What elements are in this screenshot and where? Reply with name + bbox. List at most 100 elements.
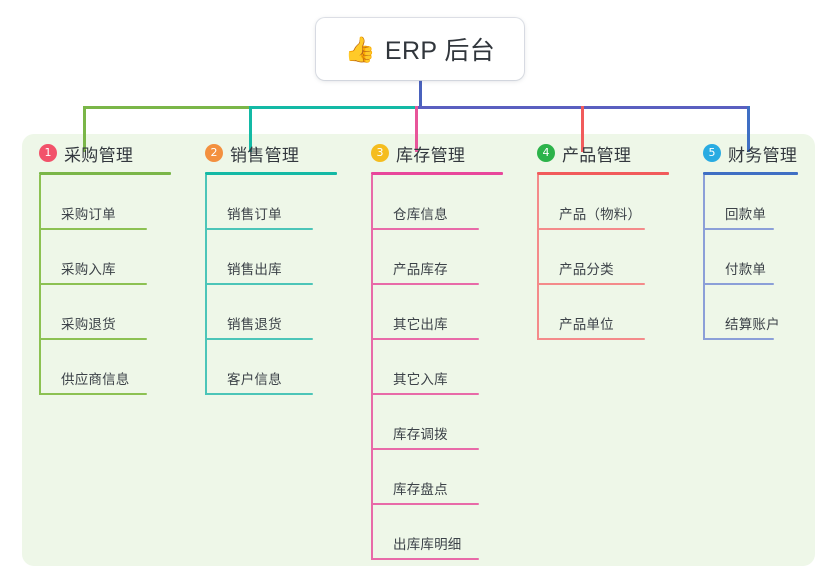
leaf-rule bbox=[371, 448, 479, 450]
leaf-label: 出库库明细 bbox=[393, 537, 462, 552]
leaf-rule bbox=[371, 558, 479, 560]
column-body: 回款单付款单结算账户 bbox=[703, 175, 815, 340]
leaf-rule bbox=[371, 228, 479, 230]
column-spine bbox=[703, 175, 705, 340]
leaf-rule bbox=[205, 228, 313, 230]
column-spine bbox=[205, 175, 207, 395]
leaf-item[interactable]: 采购入库 bbox=[39, 230, 188, 285]
leaf-item[interactable]: 销售订单 bbox=[205, 175, 354, 230]
bus-4 bbox=[581, 106, 750, 109]
column-body: 产品（物料） 产品分类产品单位 bbox=[537, 175, 686, 340]
leaf-rule bbox=[205, 393, 313, 395]
leaf-label: 库存盘点 bbox=[393, 482, 448, 497]
leaf-rule bbox=[371, 503, 479, 505]
leaf-rule bbox=[703, 283, 774, 285]
leaf-label: 其它出库 bbox=[393, 317, 448, 332]
leaf-rule bbox=[371, 283, 479, 285]
leaf-item[interactable]: 产品库存 bbox=[371, 230, 520, 285]
column-body: 仓库信息产品库存其它出库其它入库库存调拨库存盘点出库库明细 bbox=[371, 175, 520, 560]
drop-purchase bbox=[83, 106, 86, 152]
leaf-rule bbox=[371, 393, 479, 395]
drop-inventory bbox=[415, 106, 418, 152]
column-badge-5: 5 bbox=[703, 144, 721, 162]
column-title: 销售管理 bbox=[230, 145, 300, 165]
leaf-label: 产品库存 bbox=[393, 262, 448, 277]
column-title: 产品管理 bbox=[562, 145, 632, 165]
leaf-item[interactable]: 供应商信息 bbox=[39, 340, 188, 395]
leaf-label: 付款单 bbox=[725, 262, 767, 277]
leaf-label: 回款单 bbox=[725, 207, 767, 222]
column-spine bbox=[39, 175, 41, 395]
column-rule bbox=[371, 172, 503, 175]
column-title: 库存管理 bbox=[396, 145, 466, 165]
leaf-item[interactable]: 产品分类 bbox=[537, 230, 686, 285]
leaf-rule bbox=[703, 228, 774, 230]
leaf-rule bbox=[537, 228, 645, 230]
leaf-label: 销售退货 bbox=[227, 317, 282, 332]
drop-product bbox=[581, 106, 584, 152]
leaf-item[interactable]: 采购退货 bbox=[39, 285, 188, 340]
leaf-rule bbox=[205, 283, 313, 285]
root-node[interactable]: 👍 ERP 后台 bbox=[316, 18, 524, 80]
column-rule bbox=[537, 172, 669, 175]
leaf-item[interactable]: 其它出库 bbox=[371, 285, 520, 340]
drop-sales bbox=[249, 106, 252, 152]
leaf-rule bbox=[537, 338, 645, 340]
column-spine bbox=[371, 175, 373, 560]
leaf-rule bbox=[39, 228, 147, 230]
root-title: ERP 后台 bbox=[384, 37, 496, 65]
column-badge-2: 2 bbox=[205, 144, 223, 162]
column-body: 销售订单销售出库销售退货客户信息 bbox=[205, 175, 354, 395]
column-rule bbox=[205, 172, 337, 175]
leaf-rule bbox=[537, 283, 645, 285]
column-header-产品管理[interactable]: 4 产品管理 bbox=[520, 134, 686, 172]
leaf-item[interactable]: 销售出库 bbox=[205, 230, 354, 285]
leaf-rule bbox=[371, 338, 479, 340]
leaf-label: 销售出库 bbox=[227, 262, 282, 277]
root-stem bbox=[419, 80, 422, 109]
leaf-item[interactable]: 付款单 bbox=[703, 230, 815, 285]
leaf-label: 客户信息 bbox=[227, 372, 282, 387]
leaf-item[interactable]: 客户信息 bbox=[205, 340, 354, 395]
column-title: 财务管理 bbox=[728, 145, 798, 165]
leaf-label: 产品（物料） bbox=[559, 207, 642, 222]
leaf-item[interactable]: 出库库明细 bbox=[371, 505, 520, 560]
leaf-label: 其它入库 bbox=[393, 372, 448, 387]
leaf-item[interactable]: 库存调拨 bbox=[371, 395, 520, 450]
column-header-销售管理[interactable]: 2 销售管理 bbox=[188, 134, 354, 172]
leaf-rule bbox=[39, 338, 147, 340]
bus-2 bbox=[249, 106, 418, 109]
leaf-label: 采购入库 bbox=[61, 262, 116, 277]
leaf-item[interactable]: 采购订单 bbox=[39, 175, 188, 230]
leaf-item[interactable]: 回款单 bbox=[703, 175, 815, 230]
leaf-label: 供应商信息 bbox=[61, 372, 130, 387]
leaf-label: 仓库信息 bbox=[393, 207, 448, 222]
drop-finance bbox=[747, 106, 750, 152]
leaf-item[interactable]: 库存盘点 bbox=[371, 450, 520, 505]
column-产品管理: 4 产品管理产品（物料） 产品分类产品单位 bbox=[520, 134, 686, 340]
column-badge-4: 4 bbox=[537, 144, 555, 162]
leaf-label: 产品单位 bbox=[559, 317, 614, 332]
leaf-label: 库存调拨 bbox=[393, 427, 448, 442]
leaf-item[interactable]: 结算账户 bbox=[703, 285, 815, 340]
leaf-label: 采购退货 bbox=[61, 317, 116, 332]
leaf-label: 产品分类 bbox=[559, 262, 614, 277]
column-header-财务管理[interactable]: 5 财务管理 bbox=[686, 134, 815, 172]
leaf-rule bbox=[39, 283, 147, 285]
leaf-label: 销售订单 bbox=[227, 207, 282, 222]
leaf-item[interactable]: 销售退货 bbox=[205, 285, 354, 340]
leaf-label: 采购订单 bbox=[61, 207, 116, 222]
leaf-rule bbox=[703, 338, 774, 340]
leaf-item[interactable]: 仓库信息 bbox=[371, 175, 520, 230]
bus-1 bbox=[83, 106, 252, 109]
column-销售管理: 2 销售管理销售订单销售出库销售退货客户信息 bbox=[188, 134, 354, 395]
leaf-item[interactable]: 产品（物料） bbox=[537, 175, 686, 230]
bus-3 bbox=[415, 106, 584, 109]
leaf-item[interactable]: 其它入库 bbox=[371, 340, 520, 395]
leaf-item[interactable]: 产品单位 bbox=[537, 285, 686, 340]
thumbs-up-icon: 👍 bbox=[344, 35, 376, 64]
